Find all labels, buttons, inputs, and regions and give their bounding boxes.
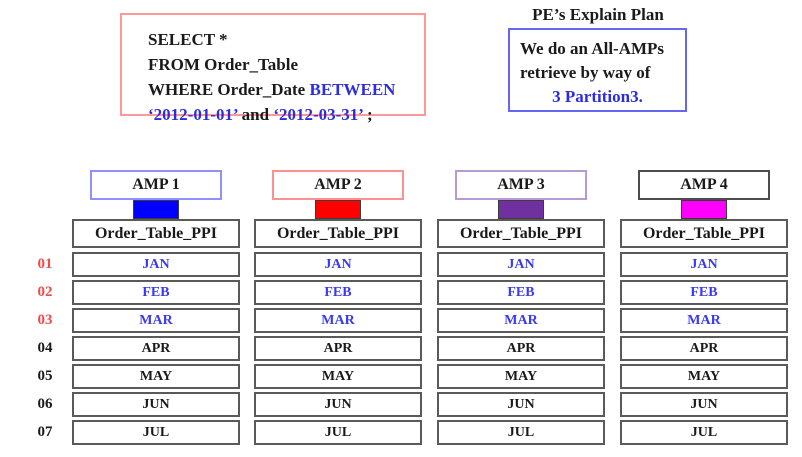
- row-number: 07: [37, 424, 53, 440]
- sql-where-text: WHERE Order_Date: [148, 80, 310, 99]
- month-cell: JAN: [620, 252, 788, 277]
- month-cell: JAN: [437, 252, 605, 277]
- month-cell: JUN: [620, 392, 788, 417]
- amp-4-header-box: AMP 4: [638, 170, 770, 200]
- explain-plan-box: We do an All-AMPs retrieve by way of 3 P…: [508, 28, 687, 112]
- sql-line-dates: ‘2012-01-01’ and ‘2012-03-31’ ;: [148, 102, 424, 127]
- row-number: 05: [37, 368, 53, 384]
- explain-plan-title: PE’s Explain Plan: [532, 5, 664, 24]
- month-cell: JUN: [254, 392, 422, 417]
- amp-column-2: AMP 2 Order_Table_PPI JAN FEB MAR APR MA…: [254, 170, 422, 445]
- amp-column-1: AMP 1 Order_Table_PPI JAN FEB MAR APR MA…: [72, 170, 240, 445]
- sql-semicolon: ;: [362, 105, 373, 124]
- month-cell: MAR: [72, 308, 240, 333]
- month-cell: JUN: [72, 392, 240, 417]
- month-cell: FEB: [620, 280, 788, 305]
- sql-date-start: ‘2012-01-01’: [148, 105, 238, 124]
- amp-1-header-box: AMP 1: [90, 170, 222, 200]
- explain-line-3: 3 Partition3.: [552, 87, 643, 106]
- month-cell: FEB: [72, 280, 240, 305]
- ppi-table-2: Order_Table_PPI JAN FEB MAR APR MAY JUN …: [254, 219, 422, 445]
- amp-3-connector: [498, 200, 544, 219]
- sql-from-text: FROM Order_Table: [148, 55, 298, 74]
- month-cell: MAY: [72, 364, 240, 389]
- sql-line-where: WHERE Order_Date BETWEEN: [148, 77, 424, 102]
- amp-column-4: AMP 4 Order_Table_PPI JAN FEB MAR APR MA…: [620, 170, 788, 445]
- month-cell: JUL: [254, 420, 422, 445]
- row-number-column: 01 02 03 04 05 06 07: [28, 252, 62, 448]
- ppi-table-header: Order_Table_PPI: [620, 219, 788, 248]
- sql-and-text: and: [237, 105, 274, 124]
- amp-1-label: AMP 1: [132, 176, 180, 193]
- ppi-table-4: Order_Table_PPI JAN FEB MAR APR MAY JUN …: [620, 219, 788, 445]
- row-number: 06: [37, 396, 53, 412]
- amp-4-label: AMP 4: [680, 176, 728, 193]
- month-cell: MAR: [437, 308, 605, 333]
- month-cell: APR: [254, 336, 422, 361]
- month-cell: MAY: [254, 364, 422, 389]
- month-cell: JUN: [437, 392, 605, 417]
- sql-line-from: FROM Order_Table: [148, 52, 424, 77]
- month-cell: MAY: [620, 364, 788, 389]
- month-cell: APR: [72, 336, 240, 361]
- ppi-table-header: Order_Table_PPI: [72, 219, 240, 248]
- row-number: 03: [37, 312, 53, 328]
- row-number: 04: [37, 340, 53, 356]
- amp-1-connector: [133, 200, 179, 219]
- month-cell: JAN: [72, 252, 240, 277]
- ppi-table-header: Order_Table_PPI: [437, 219, 605, 248]
- month-cell: JUL: [72, 420, 240, 445]
- month-cell: MAR: [620, 308, 788, 333]
- sql-query-box: SELECT * FROM Order_Table WHERE Order_Da…: [120, 13, 426, 124]
- month-cell: JUL: [437, 420, 605, 445]
- month-cell: JUL: [620, 420, 788, 445]
- sql-date-end: ‘2012-03-31’: [273, 105, 363, 124]
- month-cell: MAY: [437, 364, 605, 389]
- amp-4-connector: [681, 200, 727, 219]
- month-cell: APR: [620, 336, 788, 361]
- month-cell: JAN: [254, 252, 422, 277]
- sql-line-select: SELECT *: [148, 27, 424, 52]
- month-cell: MAR: [254, 308, 422, 333]
- amp-2-header-box: AMP 2: [272, 170, 404, 200]
- amp-column-3: AMP 3 Order_Table_PPI JAN FEB MAR APR MA…: [437, 170, 605, 445]
- explain-line-1: We do an All-AMPs: [520, 39, 665, 58]
- ppi-table-header: Order_Table_PPI: [254, 219, 422, 248]
- ppi-table-3: Order_Table_PPI JAN FEB MAR APR MAY JUN …: [437, 219, 605, 445]
- ppi-table-1: Order_Table_PPI JAN FEB MAR APR MAY JUN …: [72, 219, 240, 445]
- row-number: 02: [37, 284, 53, 300]
- amp-2-label: AMP 2: [314, 176, 362, 193]
- month-cell: FEB: [254, 280, 422, 305]
- amp-2-connector: [315, 200, 361, 219]
- sql-select-text: SELECT *: [148, 30, 228, 49]
- month-cell: FEB: [437, 280, 605, 305]
- explain-line-2: retrieve by way of: [520, 63, 651, 82]
- amp-3-header-box: AMP 3: [455, 170, 587, 200]
- amp-3-label: AMP 3: [497, 176, 545, 193]
- row-number: 01: [37, 256, 53, 272]
- month-cell: APR: [437, 336, 605, 361]
- sql-between-keyword: BETWEEN: [309, 80, 396, 99]
